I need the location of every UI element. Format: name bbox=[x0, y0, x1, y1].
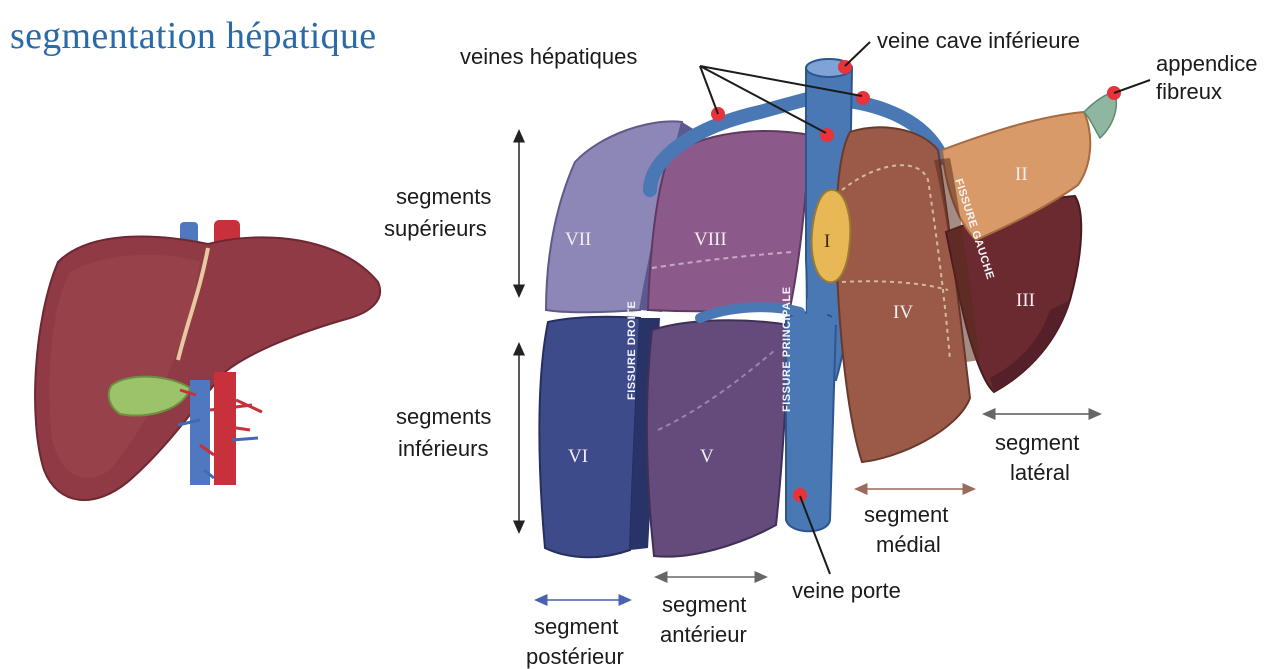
segment-label-v: V bbox=[700, 446, 714, 467]
label-veine-cave: veine cave inférieure bbox=[877, 28, 1080, 53]
segment-vi bbox=[539, 317, 640, 557]
marker-veine-porte bbox=[793, 488, 807, 502]
portal-vein-trunk bbox=[190, 380, 210, 485]
segment-label-i: I bbox=[824, 231, 830, 252]
label-seg-inf-1: segments bbox=[396, 404, 491, 429]
segment-label-iv: IV bbox=[893, 302, 913, 323]
label-appendice-2: fibreux bbox=[1156, 79, 1222, 104]
segmented-liver: VII VIII VI V I IV II III FISSURE DROITE… bbox=[519, 42, 1150, 600]
label-seg-sup-2: supérieurs bbox=[384, 216, 487, 241]
segment-label-viii: VIII bbox=[694, 229, 727, 250]
segment-label-iii: III bbox=[1016, 290, 1035, 311]
fissure-principale-label: FISSURE PRINCIPALE bbox=[781, 286, 793, 412]
fissure-droite-label: FISSURE DROITE bbox=[626, 301, 638, 400]
label-seg-inf-2: inférieurs bbox=[398, 436, 488, 461]
segment-label-vi: VI bbox=[568, 446, 588, 467]
segment-label-vii: VII bbox=[565, 229, 591, 250]
segment-label-ii: II bbox=[1015, 164, 1028, 185]
label-veines-hepatiques: veines hépatiques bbox=[460, 44, 637, 69]
label-seg-posterieur-1: segment bbox=[534, 614, 618, 639]
label-seg-posterieur-2: postérieur bbox=[526, 644, 624, 669]
whole-liver-illustration bbox=[35, 220, 380, 500]
label-seg-sup-1: segments bbox=[396, 184, 491, 209]
label-seg-lateral-2: latéral bbox=[1010, 460, 1070, 485]
label-seg-medial-1: segment bbox=[864, 502, 948, 527]
label-seg-lateral-1: segment bbox=[995, 430, 1079, 455]
segment-v bbox=[647, 320, 790, 556]
label-seg-anterieur-1: segment bbox=[662, 592, 746, 617]
label-seg-anterieur-2: antérieur bbox=[660, 622, 747, 647]
label-appendice-1: appendice bbox=[1156, 51, 1258, 76]
marker-hepatic-vein-left bbox=[856, 91, 870, 105]
segment-i bbox=[812, 190, 851, 282]
label-veine-porte: veine porte bbox=[792, 578, 901, 603]
label-seg-medial-2: médial bbox=[876, 532, 941, 557]
